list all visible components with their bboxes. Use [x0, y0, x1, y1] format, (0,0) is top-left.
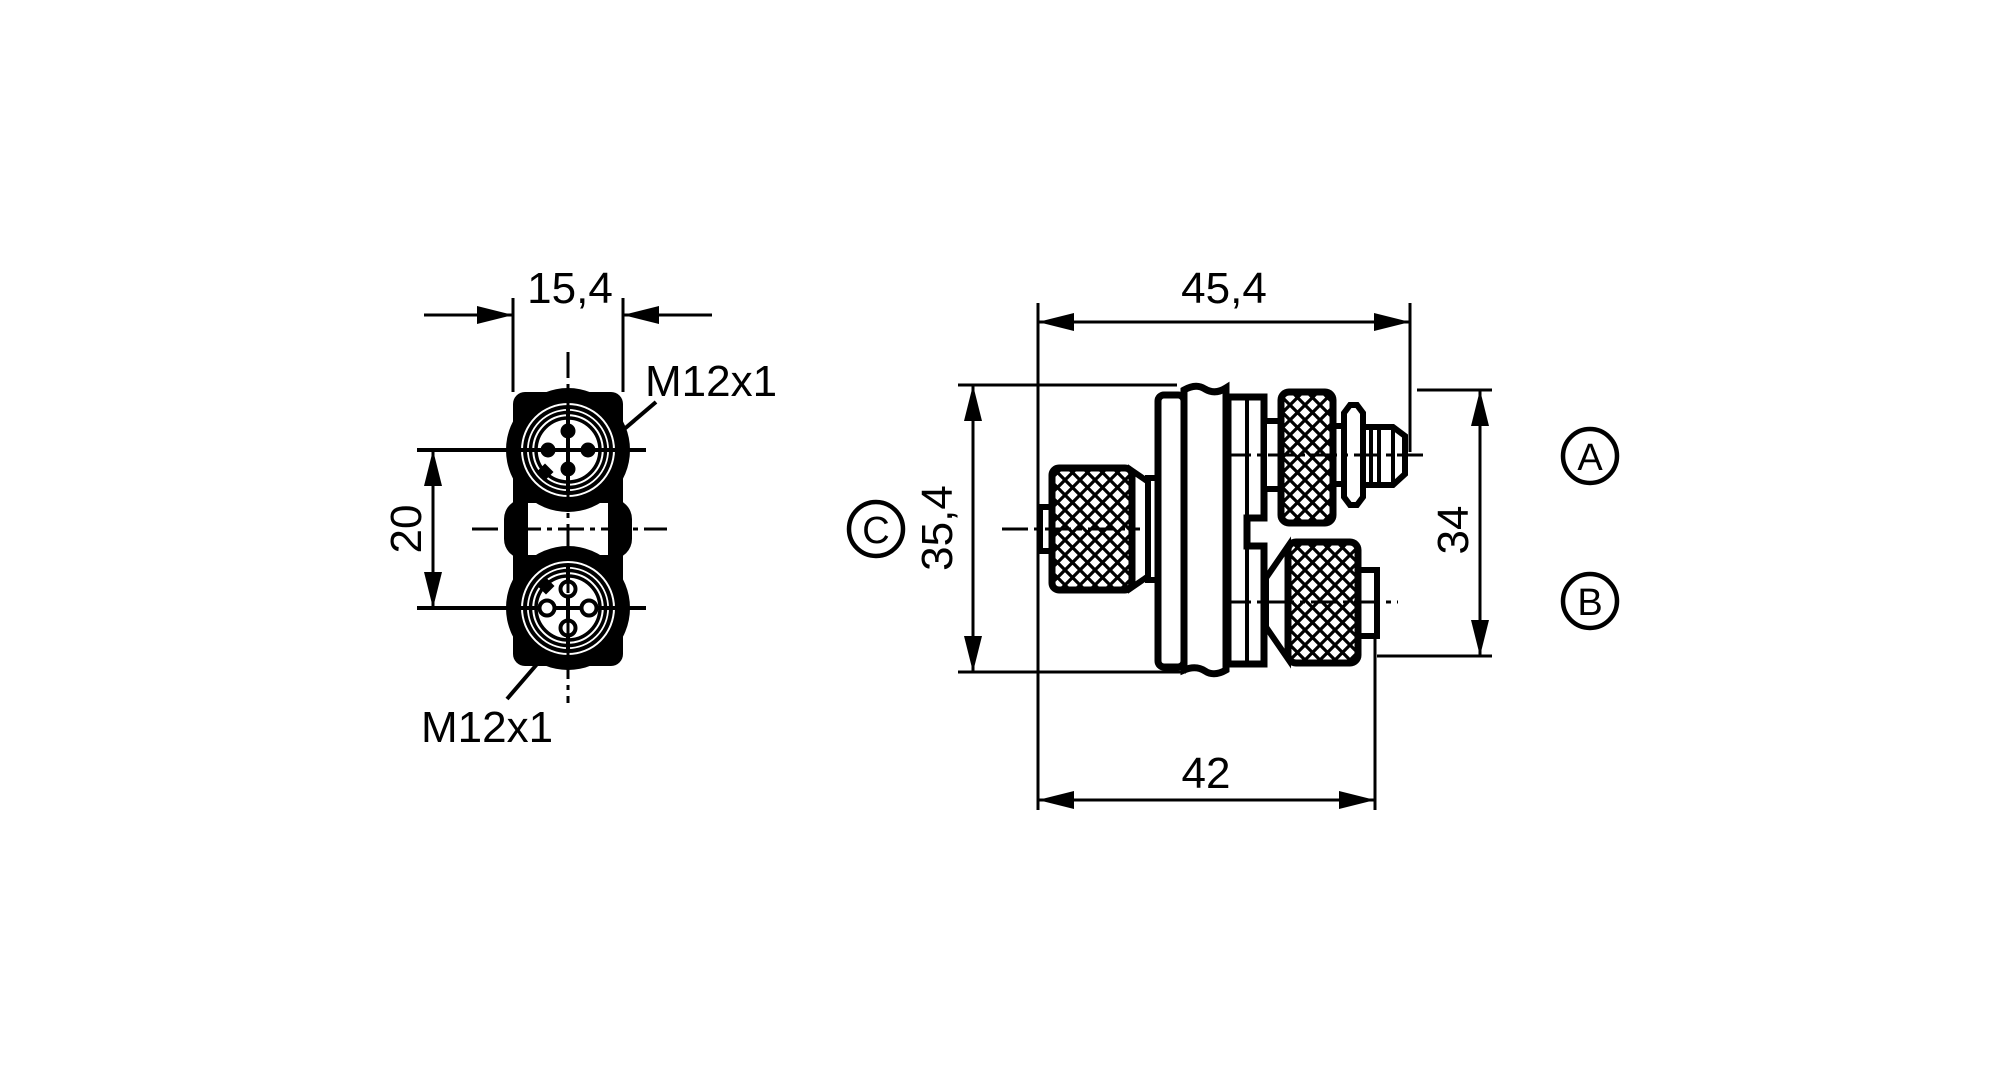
side-main-body [1154, 381, 1268, 678]
port-b-balloon: B [1560, 571, 1620, 631]
port-a-label: A [1577, 437, 1603, 479]
dim-overall-label: 45,4 [1181, 264, 1267, 313]
front-view: 15,4 [382, 264, 777, 752]
thread-label-bottom: M12x1 [421, 703, 553, 752]
dim-spacing-label: 20 [382, 505, 431, 554]
side-connector-a [1261, 388, 1408, 527]
port-a-balloon: A [1560, 426, 1620, 486]
front-connector-top [417, 388, 646, 512]
socket-contact [537, 598, 557, 618]
dim-lower-label: 42 [1182, 749, 1231, 798]
port-c-balloon: C [846, 499, 906, 559]
socket-contact [579, 598, 599, 618]
dim-body-label: 35,4 [913, 485, 962, 571]
thread-label-top: M12x1 [645, 357, 777, 406]
dimension-body-35-4: 35,4 [913, 383, 1186, 674]
pin [580, 442, 596, 458]
dim-branch-label: 34 [1429, 506, 1478, 555]
dim-width-label: 15,4 [527, 264, 613, 313]
side-view: 45,4 35,4 34 42 [846, 264, 1620, 810]
pin [560, 461, 576, 477]
dimension-width-15-4: 15,4 [424, 264, 712, 392]
pin [540, 442, 556, 458]
port-c-label: C [862, 510, 889, 552]
dimension-overall-45-4: 45,4 [1036, 264, 1412, 810]
front-connector-bottom [417, 546, 646, 670]
dimension-branch-34: 34 [1377, 388, 1492, 658]
keyway-notch [536, 463, 554, 481]
thread-label-top-group: M12x1 [620, 357, 777, 433]
thread-label-bottom-group: M12x1 [421, 661, 553, 752]
dimension-spacing-20: 20 [382, 450, 442, 608]
port-b-label: B [1577, 582, 1602, 624]
keyway-notch [537, 577, 555, 595]
dimension-lower-42: 42 [1038, 638, 1377, 810]
